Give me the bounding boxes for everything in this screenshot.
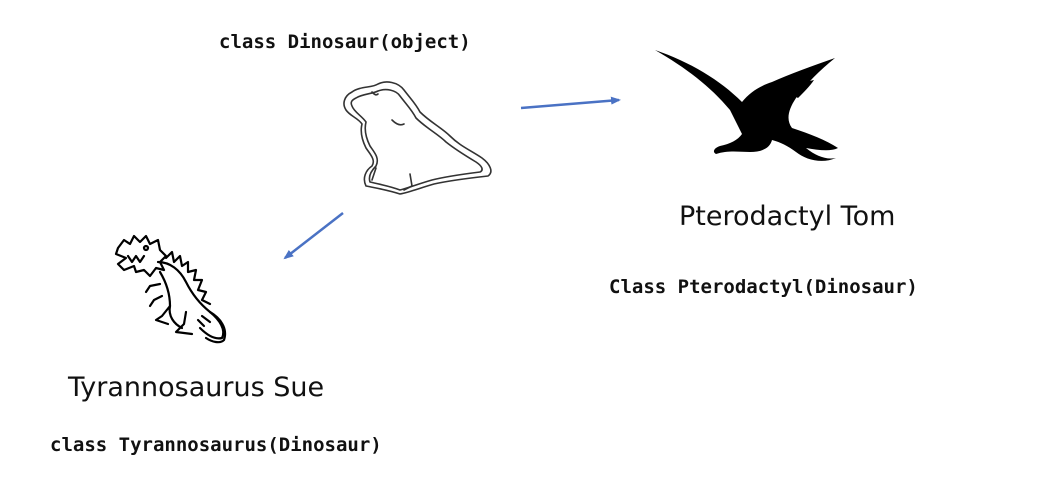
tyrannosaurus-class-code: class Tyrannosaurus(Dinosaur) xyxy=(50,434,382,456)
tyrannosaurus-sketch-icon xyxy=(114,234,227,344)
dinosaur-cookie-cutter-icon xyxy=(343,81,492,195)
arrow-to-tyrannosaurus xyxy=(283,212,344,260)
base-class-code: class Dinosaur(object) xyxy=(219,31,471,53)
tyrannosaurus-name: Tyrannosaurus Sue xyxy=(68,372,325,403)
pterodactyl-name: Pterodactyl Tom xyxy=(679,201,896,232)
pterodactyl-silhouette-icon xyxy=(655,50,838,161)
pterodactyl-class-code: Class Pterodactyl(Dinosaur) xyxy=(609,276,918,298)
arrow-to-pterodactyl xyxy=(520,96,621,110)
